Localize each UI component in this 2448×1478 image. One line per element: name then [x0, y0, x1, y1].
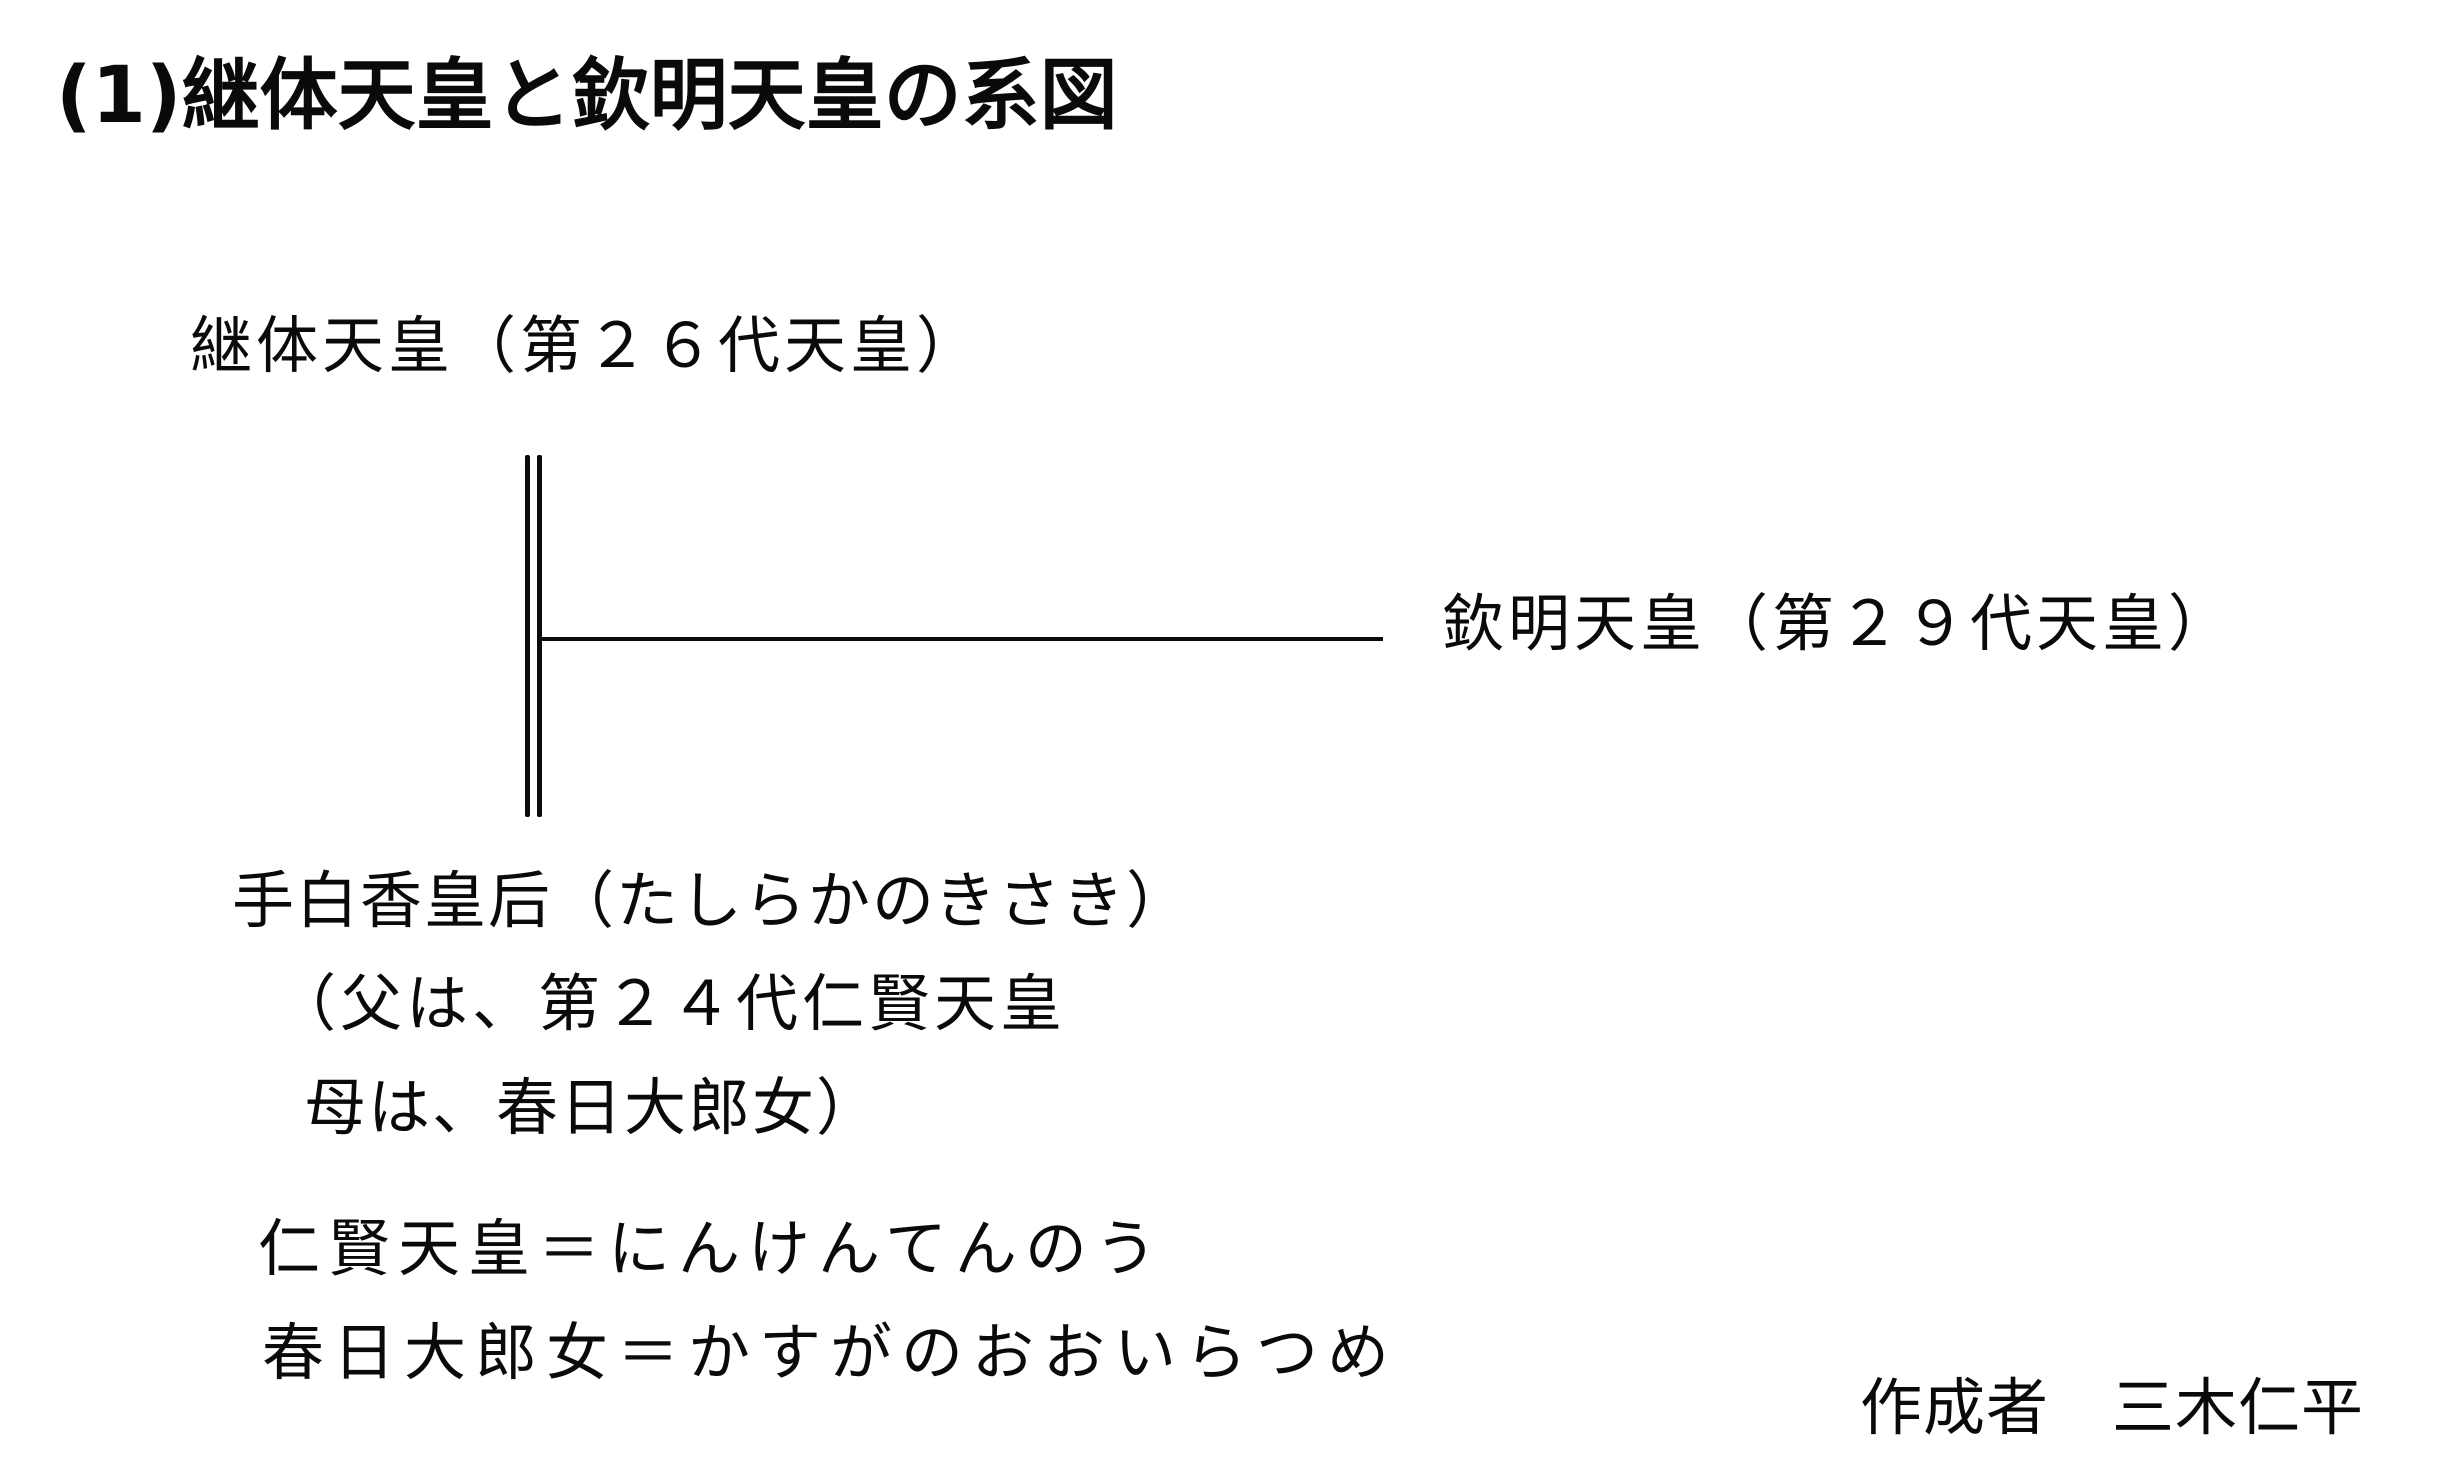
node-tashiraka-empress: 手白香皇后（たしらかのきさき）	[232, 864, 1191, 937]
reading-note: 仁賢天皇＝にんけんてんのう	[258, 1212, 1165, 1285]
empress-mother-note: 母は、春日大郎女）	[304, 1071, 881, 1144]
descent-line	[540, 637, 1383, 641]
page-title: (1)継体天皇と欽明天皇の系図	[56, 51, 1118, 141]
reading-note: 春日大郎女＝かすがのおおいらつめ	[262, 1316, 1399, 1389]
marriage-line-right	[537, 455, 542, 817]
empress-father-note: （父は、第２４代仁賢天皇	[274, 967, 1067, 1040]
marriage-line-left	[525, 455, 530, 817]
node-kinmei-emperor: 欽明天皇（第２９代天皇）	[1442, 587, 2235, 660]
node-keitai-emperor: 継体天皇（第２６代天皇）	[190, 309, 983, 382]
author-credit: 作成者 三木仁平	[1860, 1371, 2365, 1444]
